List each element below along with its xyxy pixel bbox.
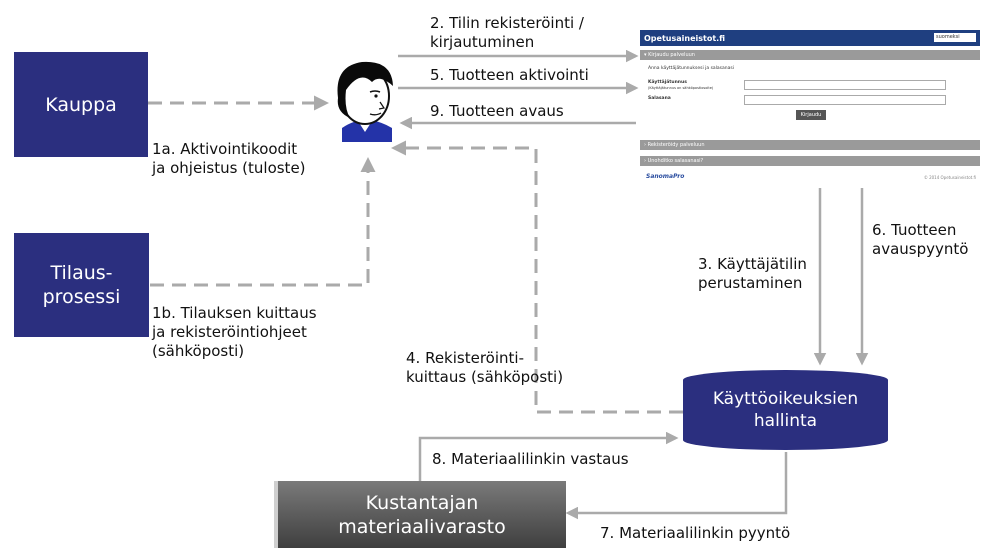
website-screenshot: Opetusaineistot.fi suomeksi ▾ Kirjaudu p… xyxy=(640,30,980,188)
site-brand: Opetusaineistot.fi xyxy=(644,33,726,43)
password-input[interactable] xyxy=(744,95,946,105)
login-bar-label: Kirjaudu palveluun xyxy=(648,52,695,58)
password-label: Salasana xyxy=(648,96,671,101)
arrow-8 xyxy=(418,431,679,481)
kayttooikeuksien-hallinta-database: Käyttöoikeuksien hallinta xyxy=(683,370,888,450)
register-bar[interactable]: › Rekisteröidy palveluun xyxy=(640,140,980,150)
language-select[interactable]: suomeksi xyxy=(934,33,976,42)
chevron-right-icon: › xyxy=(644,142,648,148)
username-input[interactable] xyxy=(744,80,946,90)
step-8-label: 8. Materiaalilinkin vastaus xyxy=(432,450,629,468)
username-hint: (Käyttäjätunnus on sähköpostiosoite) xyxy=(648,86,714,90)
chevron-right-icon: › xyxy=(644,158,648,164)
step-7-label: 7. Materiaalilinkin pyyntö xyxy=(600,524,791,542)
materiaalivarasto-label: Kustantajan materiaalivarasto xyxy=(338,491,506,538)
step-1b-label: 1b. Tilauksen kuittaus ja rekisteröintio… xyxy=(152,304,317,360)
kauppa-box: Kauppa xyxy=(14,52,148,157)
step-5-label: 5. Tuotteen aktivointi xyxy=(430,66,589,84)
site-logo: SanomaPro xyxy=(646,173,685,180)
login-button[interactable]: Kirjaudu xyxy=(796,110,826,120)
forgot-password-bar[interactable]: › Unohditko salasanasi? xyxy=(640,156,980,166)
login-form: Anna käyttäjätunnuksesi ja salasanasi Kä… xyxy=(640,60,980,130)
kauppa-label: Kauppa xyxy=(45,93,117,116)
arrow-1b xyxy=(150,157,376,287)
tilausprosessi-label: Tilaus- prosessi xyxy=(42,262,121,308)
site-header: Opetusaineistot.fi suomeksi xyxy=(640,30,980,46)
step-2-label: 2. Tilin rekisteröinti / kirjautuminen xyxy=(430,14,584,51)
step-4-label: 4. Rekisteröinti- kuittaus (sähköposti) xyxy=(406,349,564,386)
register-bar-label: Rekisteröidy palveluun xyxy=(647,142,705,148)
arrow-7 xyxy=(565,452,788,520)
step-6-label: 6. Tuotteen avauspyyntö xyxy=(872,221,969,258)
database-label: Käyttöoikeuksien hallinta xyxy=(712,389,859,431)
arrow-4 xyxy=(391,140,683,414)
chevron-down-icon: ▾ xyxy=(644,52,649,58)
username-label: Käyttäjätunnus xyxy=(648,80,687,85)
tilausprosessi-box: Tilaus- prosessi xyxy=(14,233,149,337)
site-footer: © 2014 Opetusaineistot.fi xyxy=(923,175,976,180)
step-3-label: 3. Käyttäjätilin perustaminen xyxy=(698,255,807,292)
step-1a-label: 1a. Aktivointikoodit ja ohjeistus (tulos… xyxy=(152,140,306,177)
login-intro: Anna käyttäjätunnuksesi ja salasanasi xyxy=(648,66,734,71)
step-9-label: 9. Tuotteen avaus xyxy=(430,102,564,120)
kustantajan-materiaalivarasto-box: Kustantajan materiaalivarasto xyxy=(278,481,566,548)
forgot-bar-label: Unohditko salasanasi? xyxy=(647,158,704,164)
login-bar[interactable]: ▾ Kirjaudu palveluun xyxy=(640,50,980,60)
user-icon xyxy=(337,61,393,142)
